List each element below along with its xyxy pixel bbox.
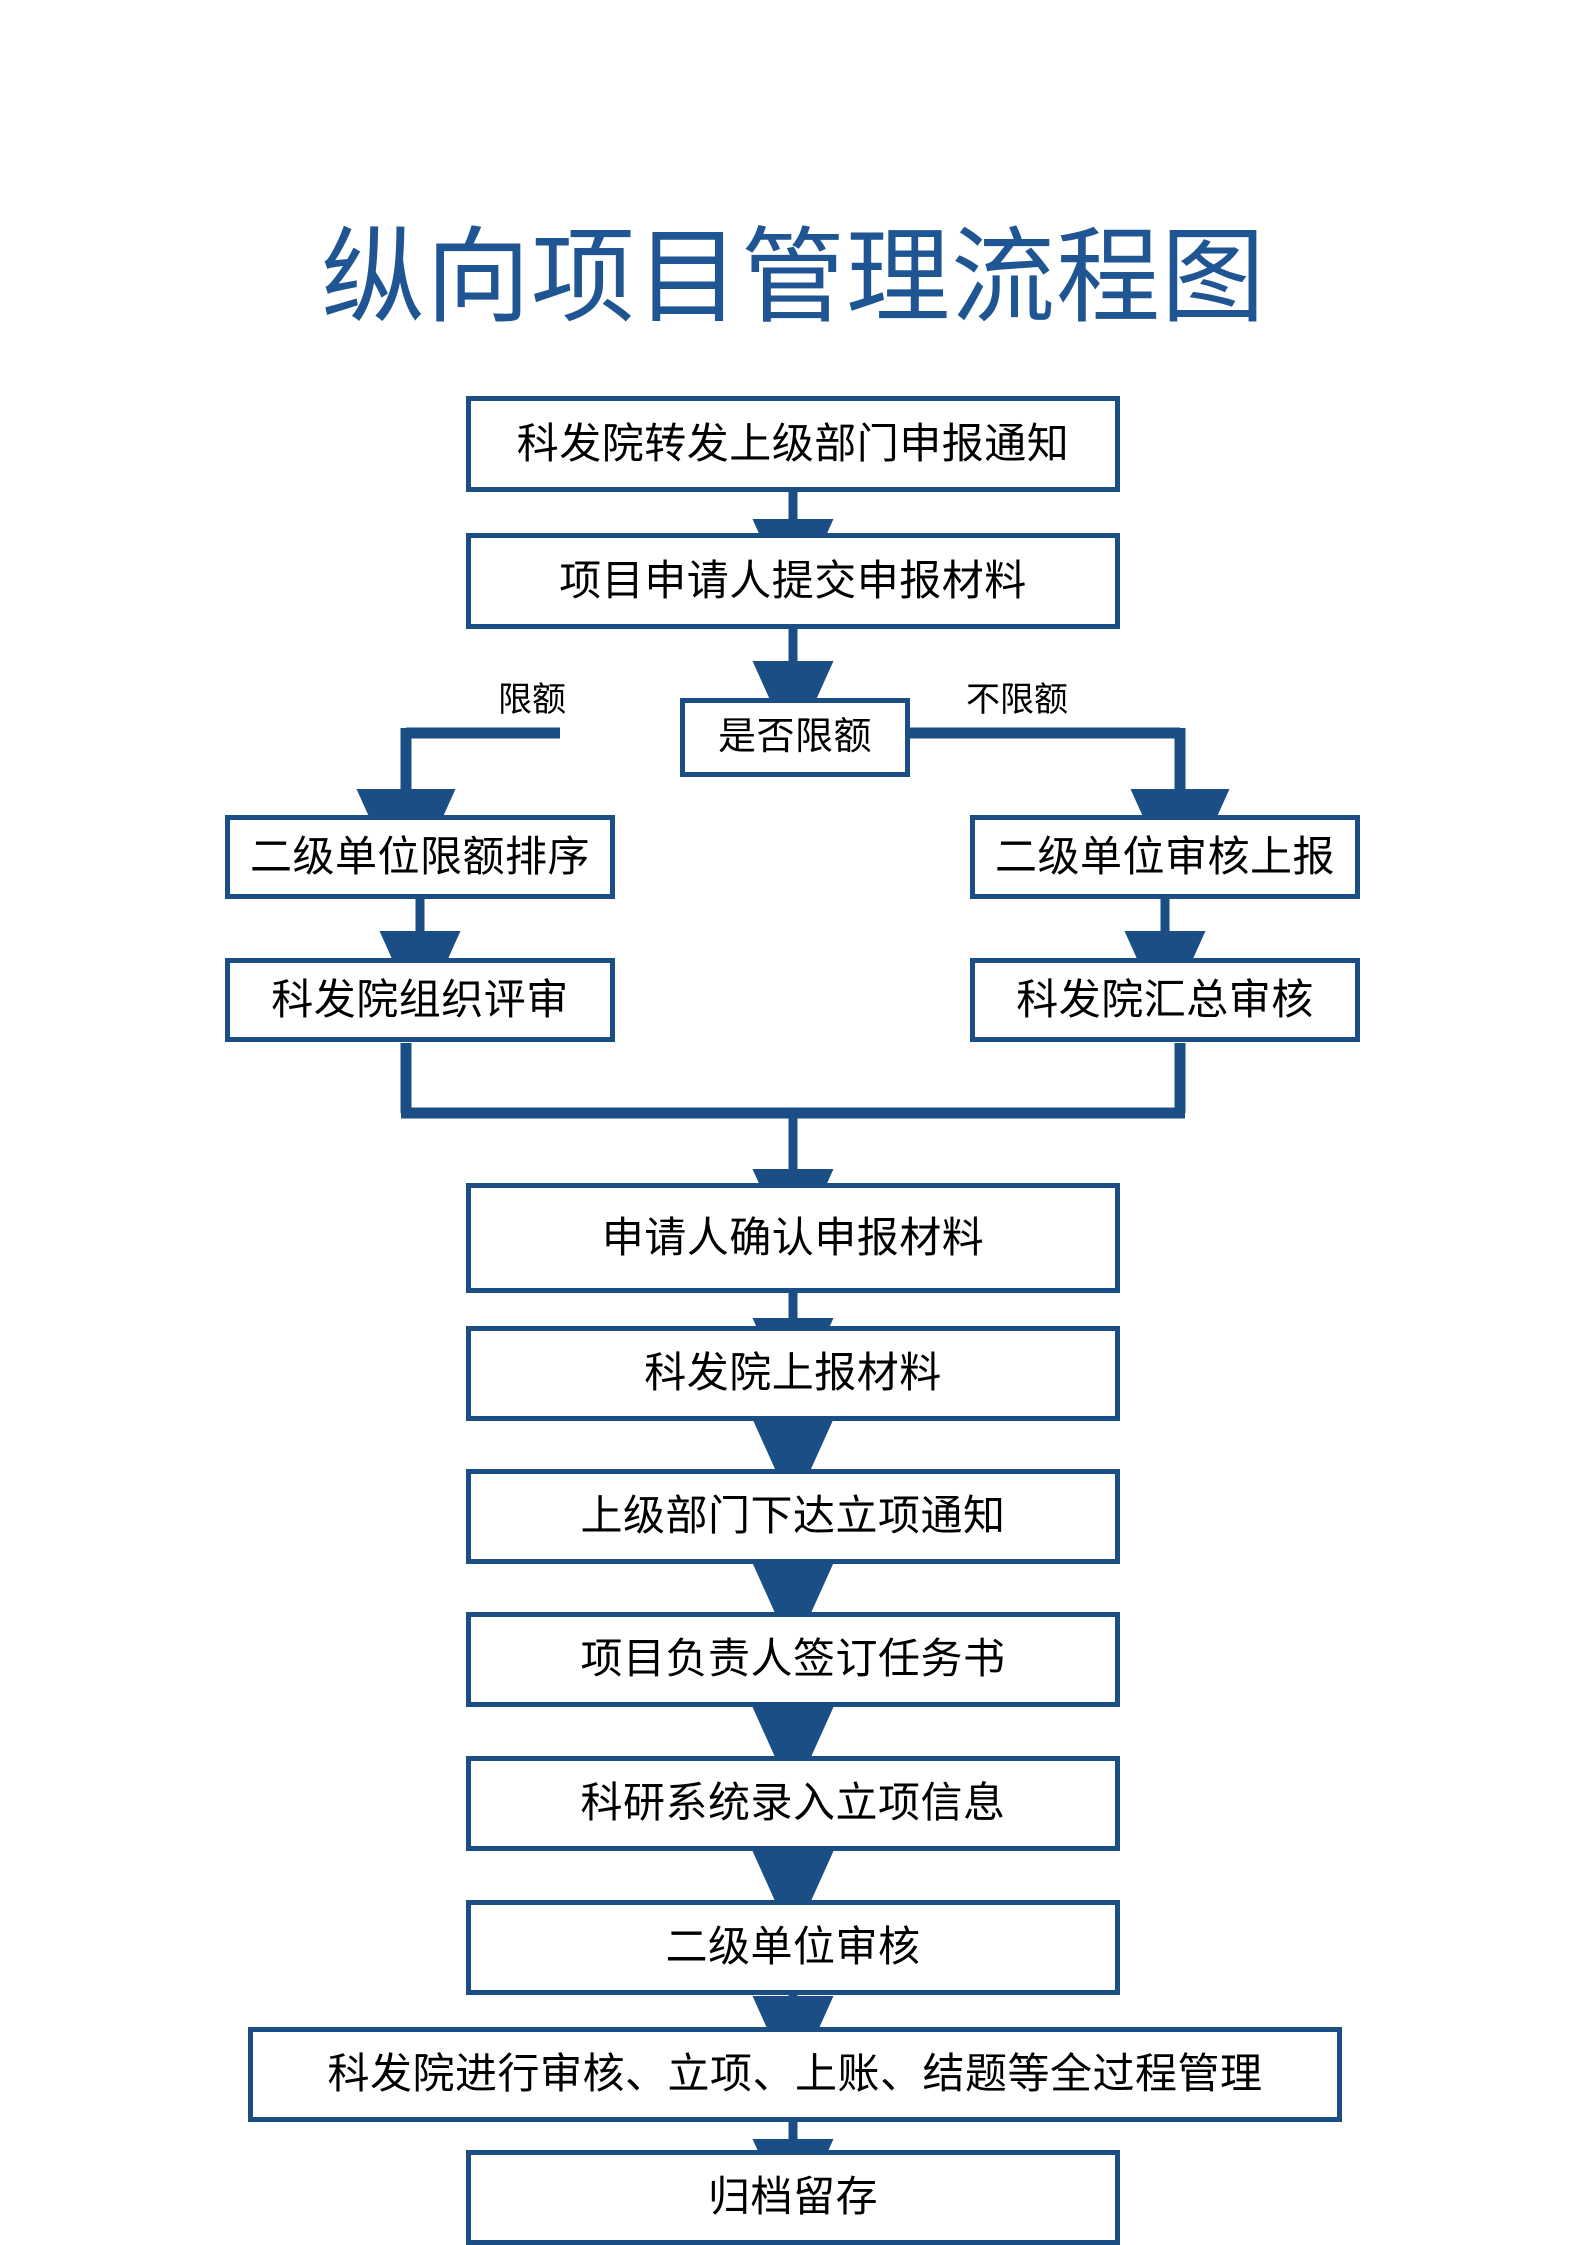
branch-label-left-text: 限额 — [498, 681, 566, 719]
node-label: 申请人确认申报材料 — [601, 1213, 985, 1261]
node-label: 项目负责人签订任务书 — [580, 1635, 1006, 1683]
node-label: 二级单位审核上报 — [994, 832, 1335, 880]
node-label: 科发院转发上级部门申报通知 — [516, 419, 1070, 467]
node-n7[interactable]: 科发院汇总审核 — [970, 958, 1360, 1042]
node-n8[interactable]: 申请人确认申报材料 — [466, 1183, 1120, 1293]
node-n5[interactable]: 科发院组织评审 — [225, 958, 615, 1042]
node-label: 科研系统录入立项信息 — [580, 1779, 1006, 1827]
node-label: 二级单位限额排序 — [249, 832, 590, 880]
node-n4[interactable]: 二级单位限额排序 — [225, 815, 615, 899]
node-label: 归档留存 — [707, 2173, 878, 2221]
node-n3-decision[interactable]: 是否限额 — [680, 698, 910, 777]
node-n1[interactable]: 科发院转发上级部门申报通知 — [466, 396, 1120, 492]
node-n12[interactable]: 科研系统录入立项信息 — [466, 1756, 1120, 1851]
branch-label-right-text: 不限额 — [966, 681, 1068, 719]
node-n9[interactable]: 科发院上报材料 — [466, 1326, 1120, 1421]
node-n15[interactable]: 归档留存 — [466, 2150, 1120, 2245]
node-n14[interactable]: 科发院进行审核、立项、上账、结题等全过程管理 — [248, 2027, 1342, 2122]
node-n11[interactable]: 项目负责人签订任务书 — [466, 1612, 1120, 1707]
node-label: 二级单位审核 — [665, 1923, 921, 1971]
node-label: 是否限额 — [717, 715, 872, 758]
branch-label-right: 不限额 — [966, 680, 1068, 720]
node-label: 科发院进行审核、立项、上账、结题等全过程管理 — [327, 2050, 1263, 2098]
node-label: 科发院汇总审核 — [1016, 975, 1314, 1023]
node-label: 科发院上报材料 — [644, 1349, 942, 1397]
node-label: 上级部门下达立项通知 — [580, 1492, 1006, 1540]
node-label: 科发院组织评审 — [271, 975, 569, 1023]
page-title: 纵向项目管理流程图 — [320, 220, 1266, 336]
node-n10[interactable]: 上级部门下达立项通知 — [466, 1469, 1120, 1564]
node-n13[interactable]: 二级单位审核 — [466, 1900, 1120, 1995]
node-n2[interactable]: 项目申请人提交申报材料 — [466, 533, 1120, 629]
node-n6[interactable]: 二级单位审核上报 — [970, 815, 1360, 899]
branch-label-left: 限额 — [498, 680, 566, 720]
node-label: 项目申请人提交申报材料 — [559, 556, 1027, 604]
